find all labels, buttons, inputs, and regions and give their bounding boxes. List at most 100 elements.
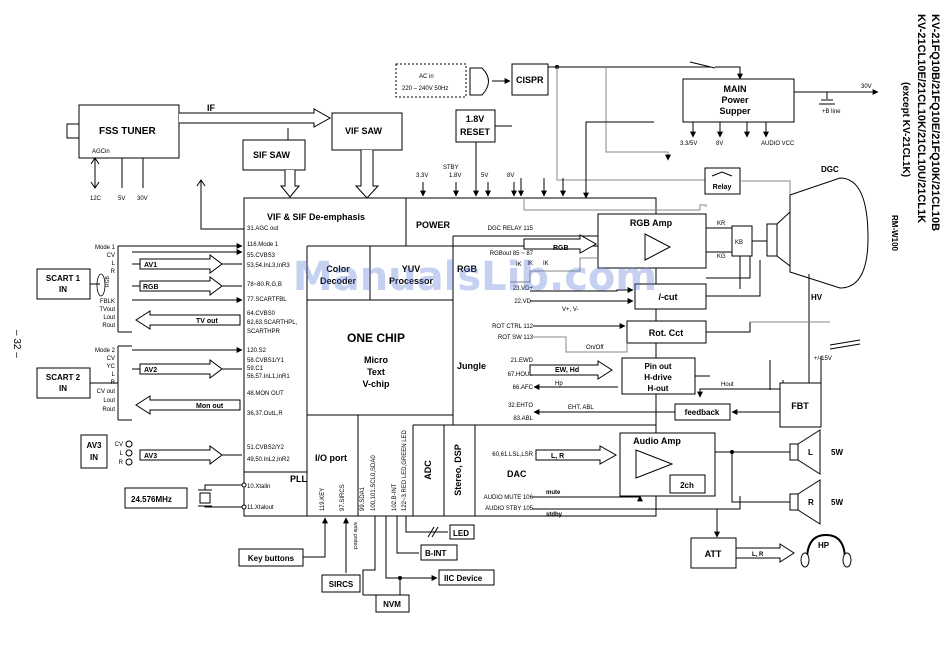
mute-signal: mute bbox=[546, 490, 561, 496]
main-power-2: Power bbox=[721, 95, 749, 105]
chip-right-pin: AUDIO MUTE 106 bbox=[484, 495, 534, 501]
av3-arrow bbox=[139, 445, 223, 465]
hp-arrow bbox=[735, 543, 795, 563]
chip-left-pin: 62,63.SCARTHPL, bbox=[247, 320, 298, 326]
scart2-label-1: SCART 2 bbox=[46, 373, 81, 382]
av3-pin: L bbox=[120, 451, 124, 457]
av3-arrow-label: AV3 bbox=[144, 453, 157, 460]
ac-in-box bbox=[395, 63, 467, 98]
adc-label: ADC bbox=[423, 460, 433, 480]
dgc-label: DGC bbox=[821, 165, 839, 174]
v-cut-label: /-cut bbox=[659, 292, 678, 302]
on-off-label: On/Off bbox=[586, 345, 604, 351]
chip-bottom-pin: 99.SDA1 bbox=[360, 486, 366, 511]
b-line: +B line bbox=[822, 109, 841, 115]
sif-saw-box bbox=[242, 139, 306, 171]
chip-right-pin: 23.VD+ bbox=[513, 286, 534, 292]
vif-saw-box bbox=[331, 112, 403, 151]
stereo-dsp-label: Stereo, DSP bbox=[453, 444, 463, 496]
av2-arrow bbox=[139, 359, 223, 379]
chip-left-pin: SCARTHPR bbox=[247, 329, 281, 335]
pll-label: PLL bbox=[290, 474, 308, 484]
chip-right-pin: 21.EWD bbox=[511, 358, 534, 364]
plus15v-label: +/-15V bbox=[814, 356, 832, 362]
chip-left-pin: 55.CVBS3 bbox=[247, 253, 276, 259]
ps-33v: 3.3/5V bbox=[680, 141, 697, 147]
scart2-pin: Rout bbox=[102, 407, 115, 413]
watermark: ManualsLib.com bbox=[293, 254, 657, 300]
chip-left-pin: 31.AGC out bbox=[247, 226, 279, 232]
chip-bottom-pin: 119.KEY bbox=[320, 488, 326, 511]
power-label: POWER bbox=[416, 220, 451, 230]
ew-hd-signal: EW, Hd bbox=[555, 367, 579, 374]
ac-switch-symbol bbox=[469, 67, 489, 96]
speaker-r-cone bbox=[797, 479, 821, 525]
scart1-pin: Rout bbox=[102, 323, 115, 329]
chip-bottom-pin: 100,101.SCL0,SDA0 bbox=[371, 455, 377, 511]
chip-left-pin: 56,57.InL1,InR1 bbox=[247, 374, 290, 380]
eht-abl-signal: EHT, ABL bbox=[568, 405, 594, 411]
ac-in-2: 220 – 240V 50Hz bbox=[402, 86, 448, 92]
nvm-box bbox=[375, 594, 410, 613]
scart1-pin: TVout bbox=[99, 307, 115, 313]
yuv-processor-2: Processor bbox=[389, 276, 434, 286]
speaker-r-watts: 5W bbox=[831, 498, 843, 507]
chip-left-pin: 10.Xtalin bbox=[247, 484, 270, 490]
rgb-out-arrow bbox=[523, 234, 598, 254]
chip-left-pin: 116.Mode 1 bbox=[247, 242, 279, 248]
hp-label: HP bbox=[818, 541, 830, 550]
two-ch-label: 2ch bbox=[680, 481, 694, 490]
key-buttons-label: Key buttons bbox=[248, 554, 295, 563]
write-protect-label: write protect bbox=[352, 522, 358, 550]
iic-device-box bbox=[438, 569, 495, 586]
agc-in-label: AGCin bbox=[92, 149, 110, 155]
rgb-signal: RGB bbox=[553, 245, 569, 252]
chip-left-pin: 59.C1 bbox=[247, 366, 264, 372]
att-box bbox=[690, 537, 737, 569]
v-signal: V+, V- bbox=[562, 307, 579, 313]
power-pin: 3.3V bbox=[416, 173, 428, 179]
chip-right-pin: ROT CTRL 112 bbox=[492, 324, 534, 330]
fbt-box bbox=[779, 382, 822, 428]
chip-right-pin: 60,61.LSL,LSR bbox=[492, 452, 533, 458]
b-int-box bbox=[420, 544, 458, 561]
av3-pin: R bbox=[119, 460, 124, 466]
chip-left-pin: 49,50.InL2,InR2 bbox=[247, 457, 290, 463]
micro-label: Micro bbox=[364, 355, 389, 365]
led-label: LED bbox=[453, 529, 469, 538]
scart2-pin: Lout bbox=[103, 398, 115, 404]
fbt-label: FBT bbox=[791, 401, 809, 411]
ew-hd-arrow bbox=[529, 360, 613, 380]
hp-signal: Hp bbox=[555, 381, 563, 387]
att-label: ATT bbox=[705, 549, 722, 559]
crt-tube bbox=[789, 177, 869, 289]
feedback-label: feedback bbox=[685, 408, 720, 417]
headphone-icon bbox=[806, 533, 846, 561]
fss-tuner-label: FSS TUNER bbox=[99, 126, 156, 137]
rgb-in-arrow bbox=[139, 276, 223, 296]
scart2-pin: YC bbox=[107, 364, 116, 370]
speaker-l-cone bbox=[797, 429, 821, 475]
iic-device-label: IIC Device bbox=[444, 574, 483, 583]
att-lr-label: L, R bbox=[752, 552, 764, 558]
led-box bbox=[449, 524, 475, 540]
pin-out-2: H-drive bbox=[644, 373, 672, 382]
if-label: IF bbox=[207, 103, 216, 113]
cispr-box bbox=[511, 63, 549, 96]
antenna-connector bbox=[66, 123, 80, 139]
power-pin: 8V bbox=[507, 173, 514, 179]
chip-left-pin: 78~80.R,G,B bbox=[247, 282, 282, 288]
reset-1: 1.8V bbox=[466, 114, 485, 124]
scart1-rgb-circle: RGB bbox=[105, 276, 111, 288]
model-exception: (except KV-21CL1K) bbox=[900, 82, 911, 177]
scart1-box bbox=[36, 268, 91, 300]
chip-left-pin: 120.S2 bbox=[247, 348, 267, 354]
chip-left-pin: 64.CVBS0 bbox=[247, 311, 276, 317]
audio-lr-arrow bbox=[535, 445, 618, 465]
av1-label: AV1 bbox=[144, 262, 157, 269]
chip-left-pin: 53,54.InL3,InR3 bbox=[247, 263, 290, 269]
scart1-label-1: SCART 1 bbox=[46, 274, 81, 283]
